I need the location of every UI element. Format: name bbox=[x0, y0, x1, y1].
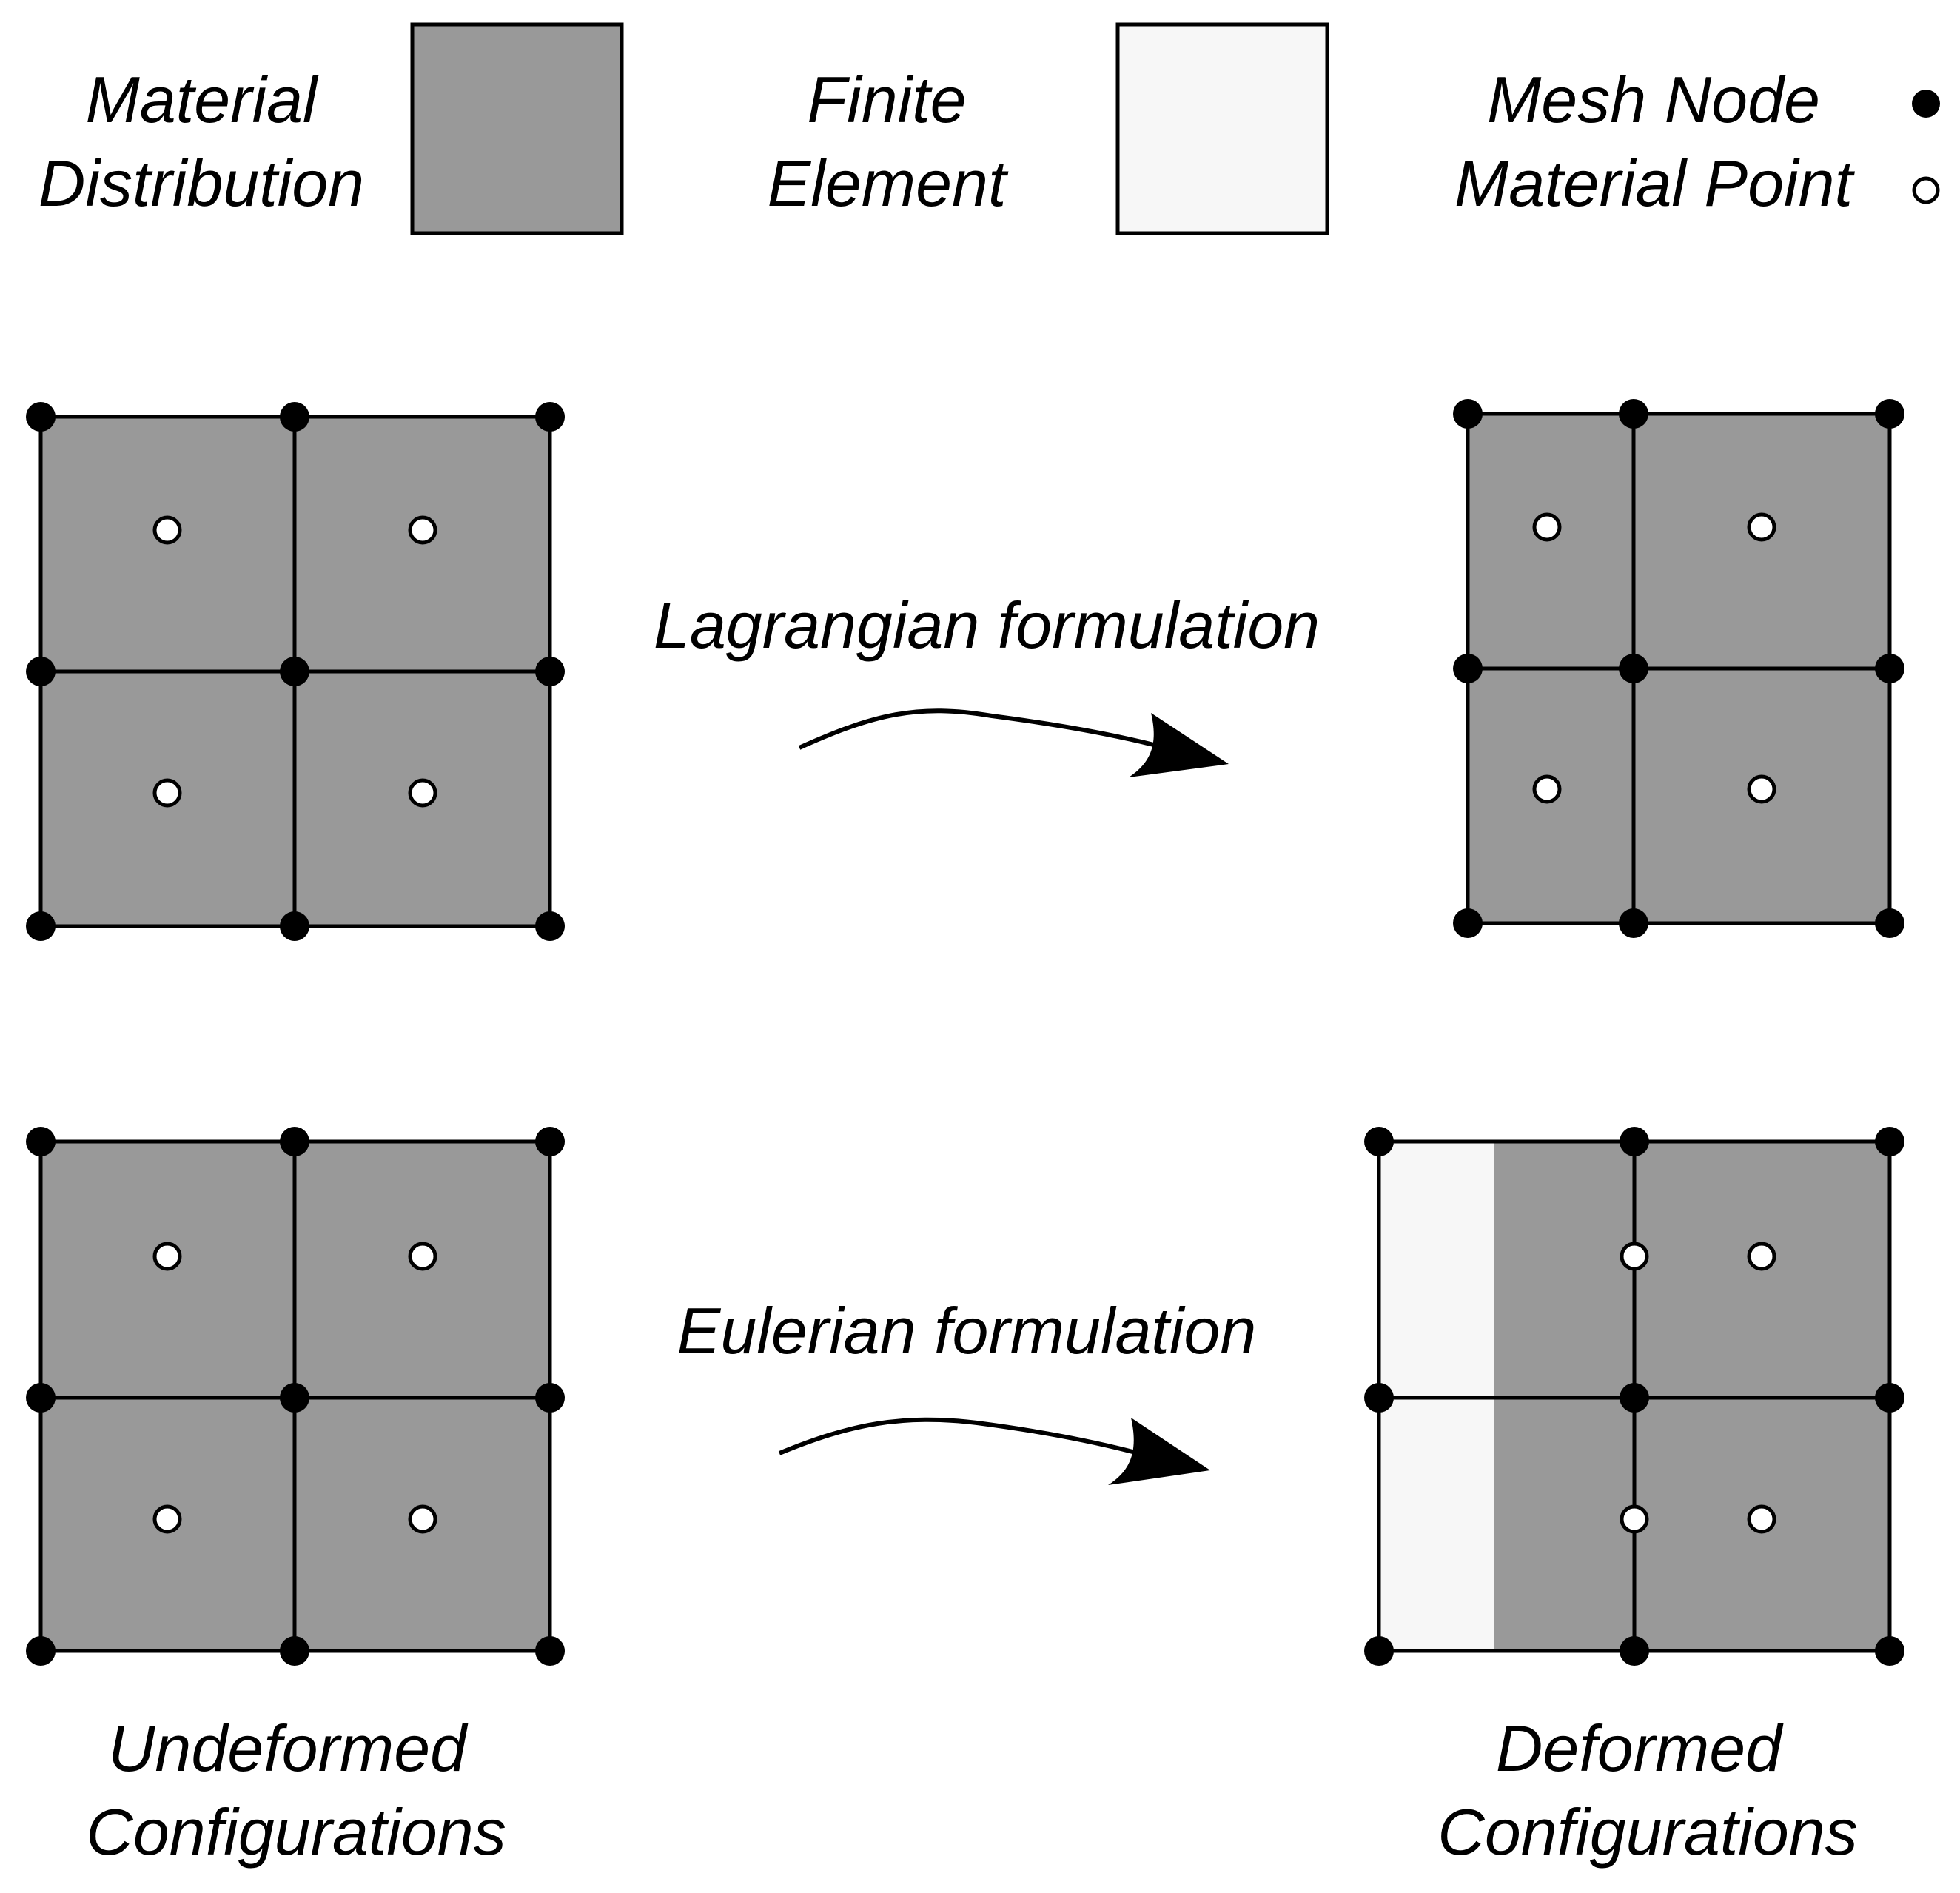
mesh-node bbox=[535, 657, 565, 686]
mesh-node bbox=[1619, 654, 1648, 683]
mesh-node bbox=[26, 402, 56, 432]
legend-material-label-line2: Distribution bbox=[38, 147, 364, 220]
material-point bbox=[1620, 1504, 1649, 1534]
mesh-node bbox=[280, 911, 309, 941]
mesh-node bbox=[1875, 1636, 1904, 1666]
mesh-node bbox=[1453, 654, 1483, 683]
mesh-node bbox=[26, 911, 56, 941]
mesh-node bbox=[280, 657, 309, 686]
material-point bbox=[1747, 1504, 1776, 1534]
deformed-caption-line2: Configurations bbox=[1437, 1795, 1857, 1869]
material-point bbox=[408, 515, 437, 545]
mesh-node bbox=[1364, 1636, 1394, 1666]
eulerian-arrow-curve bbox=[778, 1417, 1155, 1460]
mesh-node bbox=[1453, 399, 1483, 429]
legend: Material Distribution Finite Element Mes… bbox=[38, 22, 1940, 235]
legend-element-swatch bbox=[1115, 22, 1329, 235]
material-point bbox=[152, 1242, 182, 1271]
material-point bbox=[1747, 512, 1776, 542]
mesh-node bbox=[280, 1383, 309, 1413]
material-point bbox=[1747, 1242, 1776, 1271]
legend-material-label-line1: Material bbox=[86, 63, 319, 136]
mesh-node bbox=[535, 1636, 565, 1666]
eulerian-arrow-label: Eulerian formulation bbox=[677, 1294, 1257, 1367]
legend-element-label-line2: Element bbox=[768, 147, 1009, 220]
mesh-node bbox=[535, 911, 565, 941]
material-point bbox=[1747, 774, 1776, 804]
legend-material-point-label: Material Point bbox=[1454, 147, 1856, 220]
mesh-node bbox=[1364, 1127, 1394, 1156]
mesh-node bbox=[1453, 908, 1483, 938]
mesh-node bbox=[535, 1127, 565, 1156]
mesh-node bbox=[1620, 1127, 1649, 1156]
mesh-node bbox=[26, 1636, 56, 1666]
material-point bbox=[152, 1504, 182, 1534]
mesh-node bbox=[1875, 1127, 1904, 1156]
mesh-node bbox=[1875, 654, 1904, 683]
lagrangian-arrow-curve bbox=[798, 708, 1174, 752]
undeformed-grid-eulerian bbox=[26, 1127, 565, 1666]
legend-element-label-line1: Finite bbox=[807, 63, 966, 136]
arrowhead-icon bbox=[1108, 1418, 1210, 1485]
undeformed-caption-line2: Configurations bbox=[86, 1795, 506, 1869]
legend-material-point-dot bbox=[1912, 176, 1940, 204]
mesh-node bbox=[280, 402, 309, 432]
mesh-node bbox=[280, 1127, 309, 1156]
mesh-node bbox=[26, 657, 56, 686]
mesh-node bbox=[26, 1383, 56, 1413]
deformed-caption-line1: Deformed bbox=[1496, 1712, 1784, 1785]
material-point bbox=[1532, 512, 1562, 542]
material-point bbox=[152, 515, 182, 545]
mesh-node bbox=[1875, 908, 1904, 938]
legend-mesh-node-label: Mesh Node bbox=[1487, 63, 1820, 136]
deformed-grid-eulerian bbox=[1364, 1127, 1904, 1666]
material-point bbox=[408, 778, 437, 808]
legend-material-swatch bbox=[410, 22, 624, 235]
material-point bbox=[408, 1504, 437, 1534]
mesh-node bbox=[1875, 399, 1904, 429]
lagrangian-arrow: Lagrangian formulation bbox=[654, 589, 1320, 777]
material-point bbox=[152, 778, 182, 808]
deformed-grid-lagrangian bbox=[1453, 399, 1904, 938]
material-point bbox=[408, 1242, 437, 1271]
undeformed-grid-lagrangian bbox=[26, 402, 565, 941]
eulerian-arrow: Eulerian formulation bbox=[677, 1294, 1257, 1485]
mesh-node bbox=[535, 402, 565, 432]
mesh-node bbox=[280, 1636, 309, 1666]
mesh-node bbox=[1619, 908, 1648, 938]
mesh-node bbox=[26, 1127, 56, 1156]
undeformed-caption-line1: Undeformed bbox=[108, 1712, 469, 1785]
mesh-node bbox=[1364, 1383, 1394, 1413]
legend-mesh-node-dot bbox=[1912, 90, 1940, 118]
mesh-node bbox=[1620, 1636, 1649, 1666]
mesh-node bbox=[1875, 1383, 1904, 1413]
arrowhead-icon bbox=[1129, 713, 1229, 777]
lagrangian-arrow-label: Lagrangian formulation bbox=[654, 589, 1320, 662]
material-point bbox=[1620, 1242, 1649, 1271]
material-point bbox=[1532, 774, 1562, 804]
mesh-node bbox=[1620, 1383, 1649, 1413]
mesh-node bbox=[1619, 399, 1648, 429]
mesh-node bbox=[535, 1383, 565, 1413]
